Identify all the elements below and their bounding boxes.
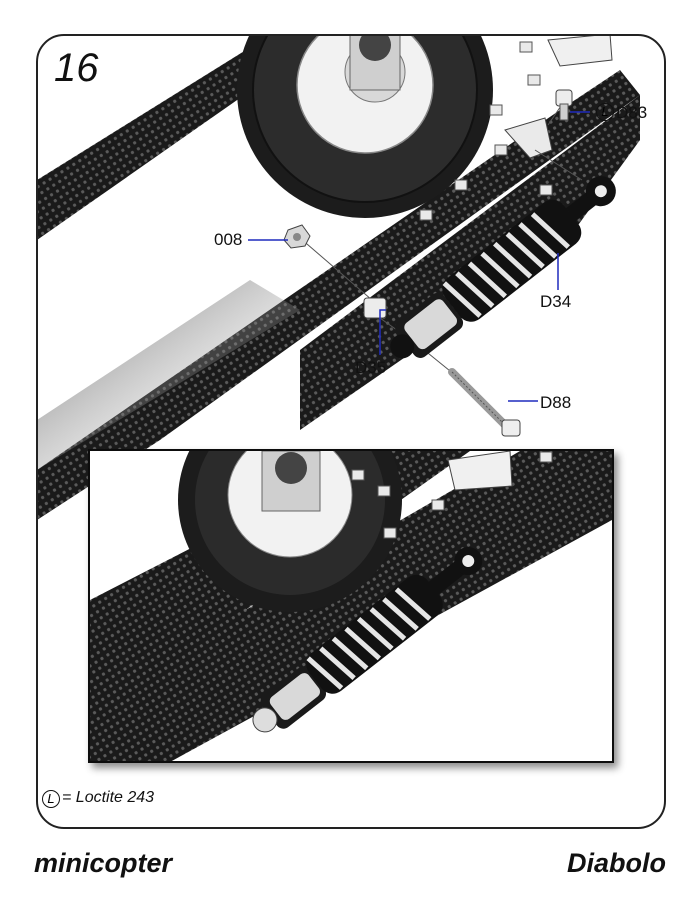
shock-absorber-d34	[390, 176, 616, 359]
mount-bracket	[504, 117, 553, 159]
step-number: 16	[54, 46, 99, 90]
page-frame	[36, 34, 666, 829]
loctite-marker: L	[596, 103, 614, 121]
leader-lines	[248, 111, 590, 402]
main-gear	[237, 35, 493, 218]
legend-loctite-symbol: L	[42, 790, 60, 808]
footer-model: Diabolo	[567, 848, 666, 878]
servo-bracket	[547, 35, 613, 67]
part-label-d35: D35	[355, 358, 387, 377]
legend-text: = Loctite 243	[62, 789, 155, 806]
part-label-008: 008	[214, 230, 243, 249]
footer-brand: minicopter	[34, 848, 173, 878]
nut-008	[283, 224, 311, 249]
part-label-d88: D88	[540, 393, 572, 412]
screw-d83	[555, 89, 573, 121]
part-label-d34: D34	[540, 292, 572, 311]
screw-d88	[448, 368, 521, 437]
detail-inset-art	[90, 451, 612, 761]
part-label-d83: D83	[616, 103, 648, 122]
